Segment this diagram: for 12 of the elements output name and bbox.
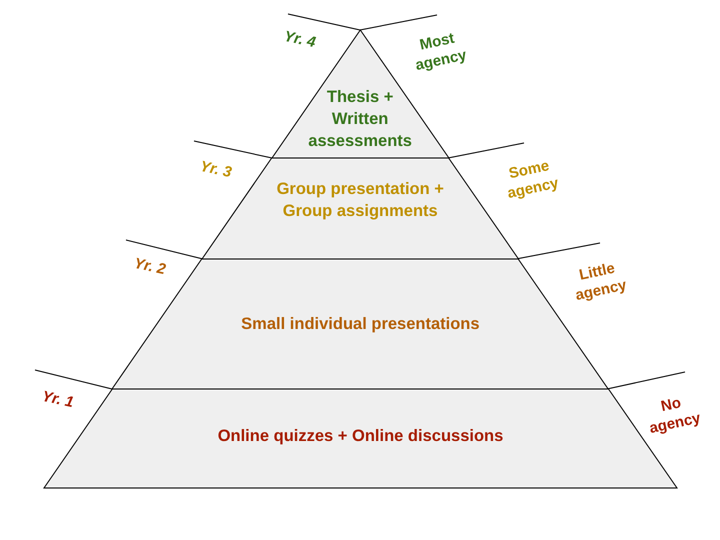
year-label: Yr. 4 bbox=[282, 26, 318, 52]
year-label: Yr. 2 bbox=[132, 254, 168, 280]
agency-label: No agency bbox=[646, 393, 704, 439]
tier-label: Small individual presentations bbox=[240, 314, 481, 335]
agency-label: Some agency bbox=[504, 156, 562, 204]
agency-label: Little agency bbox=[572, 258, 630, 306]
year-label: Yr. 3 bbox=[198, 156, 234, 182]
tier-label: Online quizzes + Online discussions bbox=[216, 426, 504, 447]
tier-label: Group presentation + Group assignments bbox=[276, 179, 445, 222]
tier-label: Thesis + Written assessments bbox=[308, 87, 412, 152]
agency-label: Most agency bbox=[412, 28, 470, 76]
year-label: Yr. 1 bbox=[40, 386, 76, 412]
